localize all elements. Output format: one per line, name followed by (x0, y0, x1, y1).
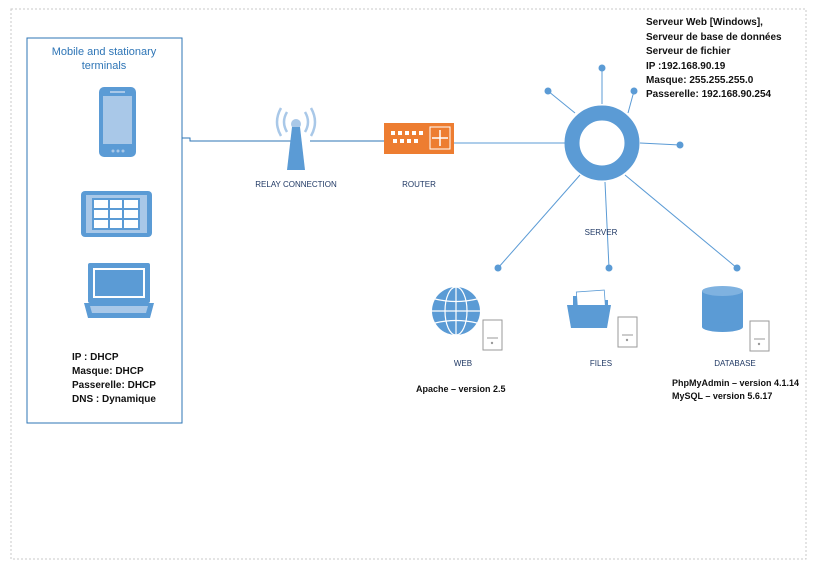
database-cylinder-icon (702, 286, 743, 332)
web-label: WEB (454, 359, 472, 368)
router-icon (384, 123, 454, 154)
terminal-dns: DNS : Dynamique (72, 394, 156, 405)
web-globe-icon (432, 286, 480, 336)
files-label: FILES (590, 359, 612, 368)
terminals-title-line2: terminals (82, 60, 127, 72)
relay-tower-icon (275, 107, 317, 170)
files-server-box-icon (617, 316, 638, 348)
server-spokes (497, 68, 738, 269)
terminals-panel: Mobile and stationary terminals IP : D (26, 37, 183, 424)
server-info-ip: IP :192.168.90.19 (646, 61, 726, 72)
terminal-passerelle: Passerelle: DHCP (72, 380, 156, 391)
server-hub-icon (564, 105, 640, 181)
tablet-icon (81, 191, 152, 237)
terminal-masque: Masque: DHCP (72, 366, 144, 377)
server-info-line2: Serveur de base de données (646, 32, 782, 43)
server-info-line1: Serveur Web [Windows], (646, 17, 763, 28)
database-note-phpmyadmin: PhpMyAdmin – version 4.1.14 (672, 378, 799, 388)
server-info-passerelle: Passerelle: 192.168.90.254 (646, 89, 772, 100)
database-server-box-icon (749, 320, 770, 352)
server-info: Serveur Web [Windows], Serveur de base d… (646, 17, 782, 100)
web-server-box-icon (482, 319, 503, 351)
router-label: ROUTER (402, 180, 436, 189)
laptop-icon (84, 263, 154, 318)
terminal-ip: IP : DHCP (72, 352, 119, 363)
relay-label: RELAY CONNECTION (255, 180, 337, 189)
web-note: Apache – version 2.5 (416, 384, 506, 394)
outer-frame (10, 8, 807, 560)
server-info-line3: Serveur de fichier (646, 46, 731, 57)
server-info-masque: Masque: 255.255.255.0 (646, 75, 754, 86)
database-note-mysql: MySQL – version 5.6.17 (672, 391, 772, 401)
terminals-title-line1: Mobile and stationary (52, 46, 157, 58)
spoke-endpoints (494, 64, 741, 272)
database-label: DATABASE (714, 359, 756, 368)
server-label: SERVER (585, 228, 618, 237)
link-terminals-relay (182, 137, 295, 142)
folder-icon (567, 289, 611, 328)
smartphone-icon (99, 87, 136, 157)
